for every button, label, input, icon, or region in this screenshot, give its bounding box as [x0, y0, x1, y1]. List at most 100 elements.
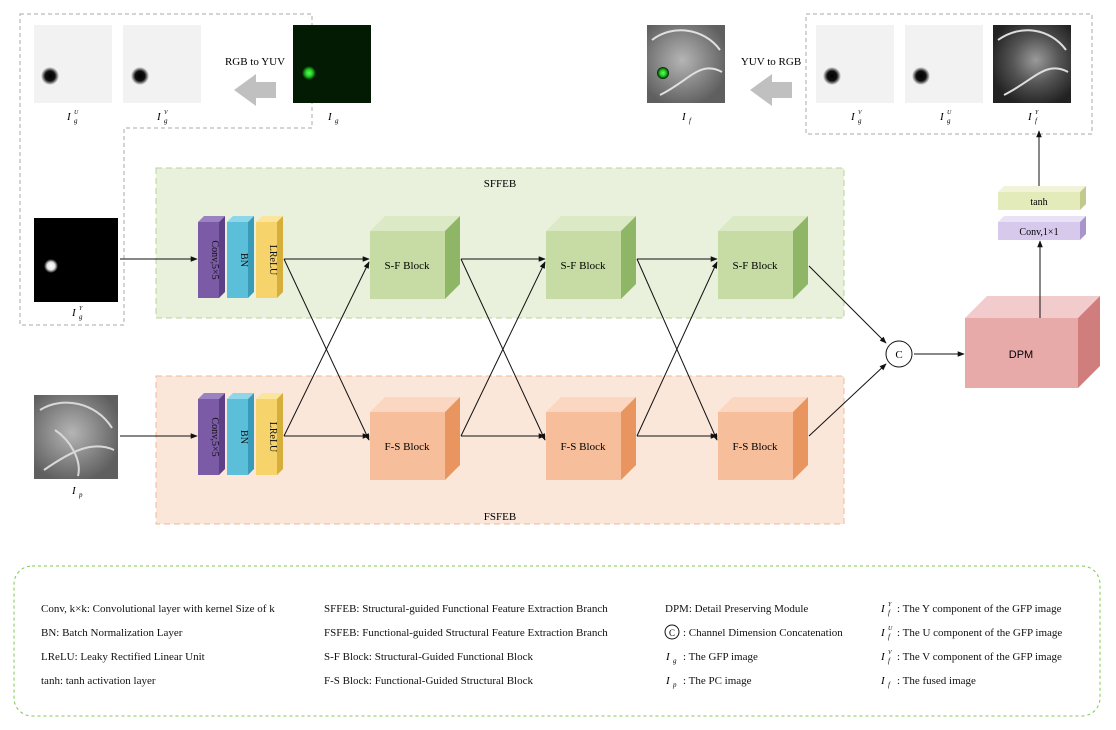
sf-block-1: S-F Block: [370, 216, 460, 299]
svg-text:V: V: [164, 110, 169, 116]
legend-concat-icon: [664, 624, 680, 640]
svg-text:g: g: [335, 117, 339, 125]
svg-text:F-S Block: F-S Block: [733, 441, 778, 453]
image-ig-v: [123, 25, 201, 103]
legend-dpm: DPM: Detail Preserving Module: [665, 603, 809, 615]
svg-text:I: I: [71, 485, 77, 497]
conv-layer-top: Conv,5×5: [198, 216, 225, 298]
svg-text:Conv,5×5: Conv,5×5: [209, 417, 220, 456]
svg-text:U: U: [74, 110, 79, 116]
legend-pc: : The PC image: [683, 675, 752, 687]
svg-text:I: I: [66, 111, 72, 123]
svg-text:f: f: [888, 609, 891, 617]
rgb-to-yuv-arrow: [234, 74, 276, 106]
legend-y-comp: : The Y component of the GFP image: [897, 603, 1062, 615]
svg-text:I: I: [880, 627, 886, 639]
bn-layer-bottom: BN: [227, 393, 254, 475]
svg-text:F-S Block: F-S Block: [385, 441, 430, 453]
layer-stack-top: Conv,5×5 BN LReLU: [198, 216, 283, 298]
svg-text:I: I: [880, 675, 886, 687]
svg-text:BN: BN: [238, 430, 249, 444]
svg-text:S-F Block: S-F Block: [385, 260, 430, 272]
svg-text:Conv,5×5: Conv,5×5: [209, 240, 220, 279]
svg-text:I: I: [327, 111, 333, 123]
svg-text:U: U: [888, 626, 893, 632]
head-tanh-layer: tanh: [998, 186, 1086, 210]
image-ig-y: [34, 218, 118, 302]
legend-bn: BN: Batch Normalization Layer: [41, 627, 183, 639]
lrelu-layer-top: LReLU: [256, 216, 283, 298]
svg-text:F-S Block: F-S Block: [561, 441, 606, 453]
svg-text:Y: Y: [79, 306, 83, 312]
legend-fs-block: F-S Block: Functional-Guided Structural …: [324, 675, 533, 687]
legend-tanh: tanh: tanh activation layer: [41, 675, 156, 687]
svg-text:LReLU: LReLU: [267, 245, 278, 276]
svg-text:S-F Block: S-F Block: [561, 260, 606, 272]
fsfeb-label: FSFEB: [484, 511, 516, 523]
yuv-to-rgb-arrow: [750, 74, 792, 106]
legend-gfp: : The GFP image: [683, 651, 758, 663]
svg-text:U: U: [947, 110, 952, 116]
legend-fused: : The fused image: [897, 675, 976, 687]
svg-text:V: V: [888, 650, 893, 656]
sf-block-3: S-F Block: [718, 216, 808, 299]
legend-v-comp: : The V component of the GFP image: [897, 651, 1062, 663]
layer-stack-bottom: Conv,5×5 BN LReLU: [198, 393, 283, 475]
svg-text:g: g: [858, 117, 862, 125]
sffeb-label: SFFEB: [484, 178, 516, 190]
svg-text:S-F Block: S-F Block: [733, 260, 778, 272]
legend-u-comp: : The U component of the GFP image: [897, 627, 1063, 639]
svg-text:f: f: [888, 633, 891, 641]
svg-text:p: p: [78, 491, 83, 499]
svg-text:I: I: [665, 651, 671, 663]
svg-text:p: p: [672, 681, 677, 689]
legend-concat-letter: C: [669, 628, 675, 638]
lrelu-layer-bottom: LReLU: [256, 393, 283, 475]
svg-text:I: I: [665, 675, 671, 687]
image-ig: [293, 25, 371, 103]
svg-text:tanh: tanh: [1030, 197, 1047, 208]
dpm-block: DPM: [965, 296, 1100, 388]
svg-text:I: I: [850, 111, 856, 123]
svg-text:I: I: [1027, 111, 1033, 123]
svg-text:BN: BN: [238, 253, 249, 267]
yuv-frame-right: [805, 13, 1093, 135]
head-conv-layer: Conv,1×1: [998, 216, 1086, 240]
svg-text:C: C: [895, 349, 902, 361]
image-ig-v-right: [816, 25, 894, 103]
rgb-to-yuv-label: RGB to YUV: [225, 56, 285, 68]
legend-conv: Conv, k×k: Convolutional layer with kern…: [41, 603, 275, 615]
legend-sf-block: S-F Block: Structural-Guided Functional …: [324, 651, 533, 663]
image-ig-u-right: [905, 25, 983, 103]
image-if: [647, 25, 725, 103]
svg-text:f: f: [888, 681, 891, 689]
svg-text:I: I: [681, 111, 687, 123]
bn-layer-top: BN: [227, 216, 254, 298]
concat-node: C: [885, 340, 913, 368]
conv-layer-bottom: Conv,5×5: [198, 393, 225, 475]
svg-text:Y: Y: [1035, 110, 1039, 116]
svg-text:I: I: [939, 111, 945, 123]
svg-text:f: f: [888, 657, 891, 665]
svg-text:g: g: [947, 117, 951, 125]
image-ip: [34, 395, 118, 479]
svg-text:g: g: [164, 117, 168, 125]
svg-text:f: f: [1035, 117, 1038, 125]
yuv-to-rgb-label: YUV to RGB: [741, 56, 801, 68]
svg-text:g: g: [673, 657, 677, 665]
legend-box: [13, 565, 1101, 717]
svg-text:I: I: [71, 307, 77, 319]
